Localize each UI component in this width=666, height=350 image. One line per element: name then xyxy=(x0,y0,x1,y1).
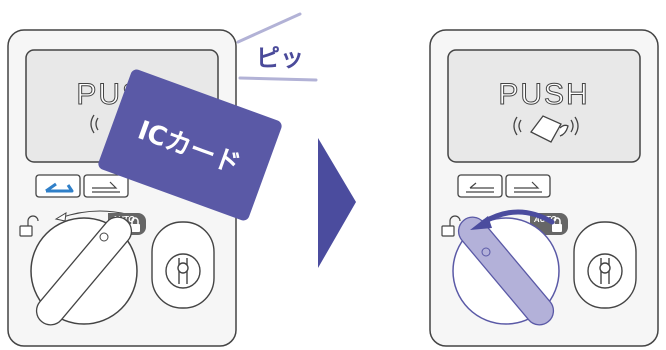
left-unlock-icon xyxy=(19,215,39,237)
left-knob-handle xyxy=(35,216,133,326)
right-open-button[interactable] xyxy=(457,174,503,198)
right-key-cylinder-icon xyxy=(573,221,637,309)
right-close-button[interactable] xyxy=(505,174,551,198)
right-close-arrow-icon xyxy=(514,181,542,193)
right-contactless-card-icon xyxy=(513,115,579,143)
left-key-cylinder-icon xyxy=(151,221,215,309)
right-lock-unit: PUSH AUTO xyxy=(429,29,659,347)
right-unlock-icon xyxy=(441,215,461,237)
right-knob-handle xyxy=(457,216,555,326)
rotate-arrow-icon xyxy=(481,209,555,225)
left-contactless-icon xyxy=(90,114,99,134)
left-open-button[interactable] xyxy=(35,174,81,198)
left-open-arrow-icon xyxy=(45,182,74,193)
left-lock-icon xyxy=(130,224,140,232)
ic-card: ICカード xyxy=(98,69,282,221)
next-step-arrow-icon xyxy=(318,138,356,268)
beep-sound-label: ピッ xyxy=(256,44,304,72)
right-display-screen xyxy=(447,49,641,163)
left-close-button[interactable] xyxy=(83,174,129,198)
right-open-arrow-icon xyxy=(466,182,494,193)
right-lock-icon xyxy=(552,224,562,232)
right-push-label: PUSH xyxy=(498,78,589,111)
sound-effect-lines xyxy=(236,12,318,82)
left-close-arrow-icon xyxy=(92,181,120,193)
